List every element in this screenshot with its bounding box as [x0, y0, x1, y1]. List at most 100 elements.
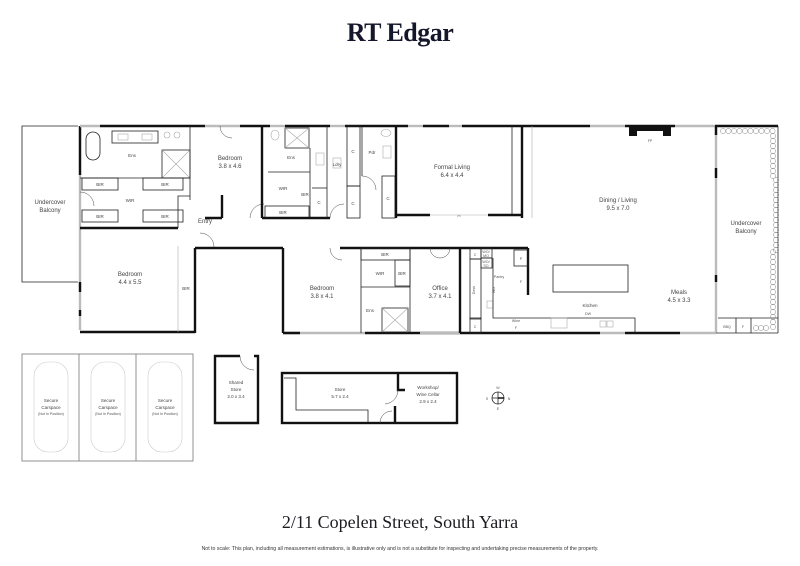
- disclaimer: Not to scale: This plan, including all m…: [201, 546, 599, 552]
- laundry: C Ldry C C: [312, 125, 361, 219]
- ensuite-2: Ens WIR BIR BIR: [262, 127, 330, 220]
- carspace-label: Secure: [158, 398, 173, 403]
- room-label: Pantry: [494, 275, 505, 279]
- room-label: F: [515, 326, 518, 330]
- carspace-label: Secure: [101, 398, 116, 403]
- room-label: 3.8 x 4.1: [310, 294, 334, 300]
- room-label: Wine Cellar: [416, 392, 440, 397]
- room-label: P: [520, 257, 523, 261]
- room-label: 4.5 x 3.3: [667, 298, 691, 304]
- planter: [770, 314, 776, 320]
- room-label: C: [351, 149, 355, 154]
- bedroom-3: Bedroom 3.8 x 4.1 BIR WIR BIR Ens: [310, 246, 460, 333]
- room-label: Pdr: [368, 150, 376, 155]
- room-label: 3.7 x 4.1: [428, 294, 452, 300]
- planter: [763, 325, 769, 331]
- planter: [725, 128, 732, 134]
- carspace-label: Carspace: [98, 405, 118, 410]
- balcony-east: BBQ F Undercover Balcony: [718, 128, 779, 333]
- planter: [753, 128, 759, 134]
- planter: [747, 128, 754, 134]
- room-label: BIR: [279, 210, 287, 215]
- room-label: Undercover: [34, 200, 65, 206]
- planter: [770, 264, 776, 270]
- powder-room: Pdr C: [361, 126, 398, 219]
- room-label: Ens: [366, 308, 375, 313]
- room-label: SO: [483, 264, 488, 268]
- room-label: DW: [585, 312, 592, 316]
- master-suite: Ens BIR BIR WIR BIR BIR: [79, 126, 191, 230]
- balcony-west: Undercover Balcony: [21, 125, 78, 283]
- planter: [764, 128, 770, 134]
- room-label: 3.8 x 4.6: [218, 164, 242, 170]
- planter: [770, 284, 776, 290]
- room-label: 4.4 x 5.5: [118, 280, 142, 286]
- sliding-door-icon: ><: [457, 214, 461, 218]
- room-label: WIR: [126, 198, 135, 203]
- planter: [770, 274, 776, 280]
- room-label: C: [474, 325, 477, 329]
- room-label: Kitchen: [582, 303, 598, 308]
- room-label: BIR: [96, 214, 104, 219]
- planter: [770, 168, 776, 174]
- room-label: WO: [492, 287, 496, 293]
- planter: [770, 324, 776, 330]
- planter: [770, 249, 776, 255]
- planter: [770, 173, 776, 179]
- carspace-label: Carspace: [155, 405, 175, 410]
- planter: [731, 128, 737, 134]
- room-label: BIR: [96, 182, 104, 187]
- room-label: Ens: [128, 153, 137, 158]
- room-label: C: [386, 196, 390, 201]
- room-label: Ldry: [333, 162, 343, 167]
- planter: [770, 163, 776, 169]
- room-label: Store: [335, 387, 346, 392]
- planter: [770, 133, 776, 139]
- carspace-note: (Not In Position): [38, 412, 64, 416]
- planter: [770, 153, 776, 159]
- main-walls: [78, 124, 779, 335]
- room-label: 2.9 x 2.4: [419, 399, 437, 404]
- planter: [770, 138, 776, 144]
- planter: [736, 128, 743, 134]
- room-label: Bedroom: [218, 156, 242, 162]
- shared-store: Shared Store 2.0 x 3.4: [213, 354, 260, 425]
- room-label: BIR: [161, 214, 169, 219]
- planter: [773, 247, 779, 253]
- room-label: Bedroom: [118, 272, 142, 278]
- room-label: Balcony: [735, 229, 756, 235]
- room-label: 6.4 x 4.4: [440, 173, 464, 179]
- kitchen: C Desk C WO/ MO WO/ SO Pantry WO P F Kit…: [460, 246, 691, 334]
- planter: [770, 294, 776, 300]
- office: Office 3.7 x 4.1: [428, 247, 462, 333]
- room-label: FP: [648, 139, 653, 143]
- planter: [770, 254, 776, 260]
- carspace-2: Secure Carspace (Not In Position): [90, 361, 126, 453]
- carspace-note: (Not In Position): [152, 412, 178, 416]
- planter: [770, 158, 776, 164]
- room-label: Wine: [512, 319, 520, 323]
- room-label: WIR: [376, 271, 385, 276]
- room-label: C: [351, 201, 355, 206]
- carspace-label: Carspace: [41, 405, 61, 410]
- compass-east: E: [497, 407, 500, 411]
- planter: [758, 325, 764, 331]
- planter: [770, 309, 776, 315]
- brand-logo: RT Edgar: [346, 18, 454, 47]
- planter: [770, 279, 776, 285]
- store-workshop: Store 5.7 x 2.4 Workshop/ Wine Cellar 2.…: [280, 371, 459, 425]
- room-label: BBQ: [723, 325, 731, 329]
- planter: [753, 325, 759, 331]
- planter: [770, 143, 776, 149]
- planter: [769, 128, 776, 134]
- carspace-label: Secure: [44, 398, 59, 403]
- room-label: BIR: [301, 192, 309, 197]
- room-label: BIR: [381, 252, 389, 257]
- compass-icon: W E S N: [486, 386, 511, 411]
- compass-west: W: [496, 386, 500, 390]
- room-label: Dining / Living: [599, 198, 637, 204]
- master-bedroom: Bedroom 4.4 x 5.5 BIR: [118, 246, 190, 332]
- room-label: Desk: [472, 286, 476, 294]
- carspace-1: Secure Carspace (Not In Position): [33, 361, 69, 453]
- room-label: F: [742, 325, 745, 329]
